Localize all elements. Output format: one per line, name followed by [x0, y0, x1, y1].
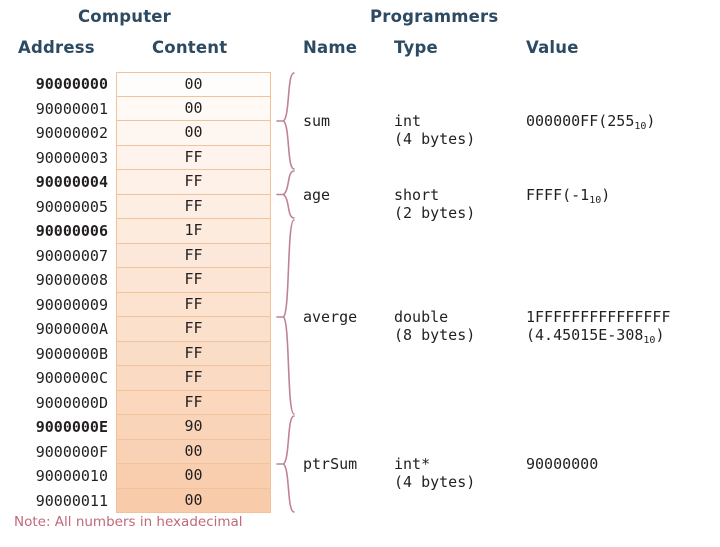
memory-row: 90000004 FF: [0, 170, 300, 195]
variable-name: age: [303, 185, 331, 204]
memory-address: 9000000C: [35, 369, 108, 387]
variable-name: ptrSum: [303, 455, 358, 473]
variable-type: int*: [394, 455, 431, 473]
memory-row: 9000000E 90: [0, 415, 300, 440]
variable-value-decimal: (4.45015E-30810): [526, 326, 665, 346]
memory-content-cell: FF: [116, 145, 271, 170]
column-header-content: Content: [152, 38, 228, 57]
memory-address: 90000000: [35, 75, 108, 93]
memory-address: 90000010: [35, 467, 108, 485]
memory-content-cell: 00: [116, 464, 271, 489]
memory-content-cell: 00: [116, 72, 271, 97]
memory-content-cell: FF: [116, 292, 271, 317]
variable-value-hex: FFFF(-110): [526, 185, 611, 206]
variable-value-hex: 1FFFFFFFFFFFFFFF: [526, 308, 671, 326]
column-header-type: Type: [394, 38, 438, 57]
memory-content-cell: FF: [116, 243, 271, 268]
variable-type: int: [394, 112, 422, 130]
variable-size: (4 bytes): [394, 473, 476, 491]
memory-row: 90000003 FF: [0, 145, 300, 170]
memory-row: 90000000 00: [0, 72, 300, 97]
variable-size: (4 bytes): [394, 130, 476, 148]
memory-address: 90000005: [35, 197, 108, 216]
variable-size: (8 bytes): [394, 326, 476, 344]
variable-value-hex: 90000000: [526, 455, 599, 473]
memory-address: 90000002: [35, 124, 108, 142]
variable-brace: [281, 170, 297, 219]
column-header-address: Address: [18, 38, 95, 57]
memory-address: 90000001: [35, 99, 108, 118]
memory-row: 90000006 1F: [0, 219, 300, 244]
variable-value-hex: 000000FF(25510): [526, 112, 656, 132]
variable-name: averge: [303, 308, 358, 326]
memory-content-cell: FF: [116, 268, 271, 293]
variable-brace: [281, 415, 297, 513]
memory-address: 9000000D: [35, 393, 108, 412]
memory-address: 90000003: [35, 148, 108, 167]
memory-row: 9000000C FF: [0, 366, 300, 391]
memory-address: 9000000F: [35, 442, 108, 461]
memory-content-cell: 90: [116, 415, 271, 440]
memory-address: 9000000A: [35, 320, 108, 338]
memory-content-cell: FF: [116, 341, 271, 366]
memory-content-cell: 00: [116, 96, 271, 121]
memory-content-cell: 00: [116, 439, 271, 464]
column-header-value: Value: [526, 38, 579, 57]
memory-row: 90000008 FF: [0, 268, 300, 293]
memory-content-cell: 00: [116, 121, 271, 146]
variable-type: short: [394, 185, 440, 204]
memory-address: 90000009: [35, 295, 108, 314]
memory-address: 90000004: [35, 173, 108, 191]
memory-content-cell: 00: [116, 488, 271, 513]
memory-address: 9000000E: [35, 418, 108, 436]
variable-brace: [281, 219, 297, 415]
memory-content-cell: FF: [116, 170, 271, 195]
memory-row: 90000002 00: [0, 121, 300, 146]
memory-row: 9000000B FF: [0, 341, 300, 366]
memory-address: 90000011: [35, 491, 108, 510]
memory-row: 9000000A FF: [0, 317, 300, 342]
variable-size: (2 bytes): [394, 203, 476, 222]
memory-row: 90000007 FF: [0, 243, 300, 268]
memory-content-cell: FF: [116, 366, 271, 391]
variable-name: sum: [303, 112, 331, 130]
memory-address: 90000007: [35, 246, 108, 265]
memory-content-cell: FF: [116, 390, 271, 415]
memory-row: 90000010 00: [0, 464, 300, 489]
memory-row: 90000001 00: [0, 96, 300, 121]
memory-row: 9000000F 00: [0, 439, 300, 464]
memory-address: 9000000B: [35, 344, 108, 363]
memory-row: 9000000D FF: [0, 390, 300, 415]
memory-row: 90000005 FF: [0, 194, 300, 219]
column-header-name: Name: [303, 38, 358, 57]
group-header-programmers: Programmers: [370, 7, 499, 26]
memory-address: 90000006: [35, 222, 108, 240]
memory-content-cell: 1F: [116, 219, 271, 244]
memory-row: 90000011 00: [0, 488, 300, 513]
memory-content-cell: FF: [116, 317, 271, 342]
memory-row: 90000009 FF: [0, 292, 300, 317]
variable-brace: [281, 72, 297, 170]
memory-content-cell: FF: [116, 194, 271, 219]
variable-type: double: [394, 308, 449, 326]
group-header-computer: Computer: [78, 7, 172, 26]
hexadecimal-note: Note: All numbers in hexadecimal: [14, 514, 243, 530]
memory-address: 90000008: [35, 271, 108, 289]
